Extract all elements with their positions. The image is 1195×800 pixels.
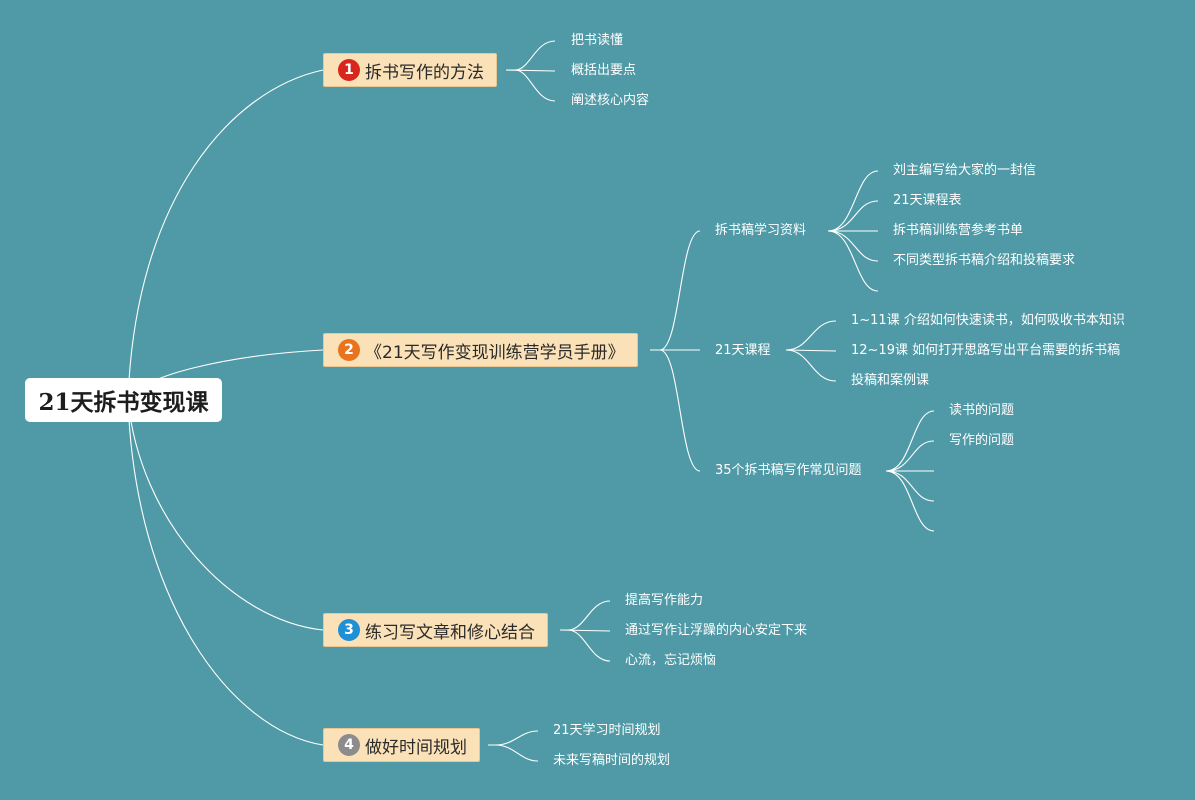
- link-b3-3: [560, 629, 611, 662]
- branch-2-node[interactable]: 2 《21天写作变现训练营学员手册》: [323, 333, 638, 367]
- link-s2-1: [785, 320, 837, 351]
- link-b2-sub1: [650, 230, 701, 351]
- link-s3-1: [885, 410, 935, 472]
- leaf-s1-1[interactable]: 刘主编写给大家的一封信: [893, 163, 1037, 178]
- leaf-b3-2[interactable]: 通过写作让浮躁的内心安定下来: [625, 623, 808, 638]
- number-badge-4: 4: [338, 734, 360, 756]
- leaf-b3-1[interactable]: 提高写作能力: [625, 593, 704, 608]
- sub-node-21day-course[interactable]: 21天课程: [715, 343, 771, 358]
- leaf-b1-1[interactable]: 把书读懂: [571, 33, 624, 48]
- link-s1-2: [827, 200, 879, 232]
- link-b1-3: [506, 69, 556, 102]
- branch-4-node[interactable]: 4 做好时间规划: [323, 728, 480, 762]
- branch-1-node[interactable]: 1 拆书写作的方法: [323, 53, 497, 87]
- link-s3-2: [885, 440, 935, 472]
- link-b2-sub3: [650, 349, 701, 472]
- link-b1-1: [506, 40, 556, 71]
- leaf-s2-3[interactable]: 投稿和案例课: [851, 373, 930, 388]
- link-s1-5: [827, 230, 879, 292]
- link-s3-5: [885, 470, 935, 532]
- branch-3-label: 练习写文章和修心结合: [365, 622, 535, 643]
- leaf-s1-3[interactable]: 拆书稿训练营参考书单: [893, 223, 1024, 238]
- branch-2-label: 《21天写作变现训练营学员手册》: [365, 342, 625, 363]
- leaf-b1-3[interactable]: 阐述核心内容: [571, 93, 650, 108]
- root-node[interactable]: 21天拆书变现课: [25, 378, 222, 422]
- link-s2-3: [785, 349, 837, 382]
- sub-node-35-questions[interactable]: 35个拆书稿写作常见问题: [715, 463, 862, 478]
- branch-4-label: 做好时间规划: [365, 737, 467, 758]
- leaf-s2-1[interactable]: 1~11课 介绍如何快速读书，如何吸收书本知识: [851, 313, 1125, 328]
- leaf-s1-4[interactable]: 不同类型拆书稿介绍和投稿要求: [893, 253, 1076, 268]
- leaf-b3-3[interactable]: 心流，忘记烦恼: [625, 653, 717, 668]
- number-badge-3: 3: [338, 619, 360, 641]
- link-root-branch-1: [127, 69, 324, 401]
- leaf-b1-2[interactable]: 概括出要点: [571, 63, 637, 78]
- number-badge-1: 1: [338, 59, 360, 81]
- number-badge-2: 2: [338, 339, 360, 361]
- leaf-b4-1[interactable]: 21天学习时间规划: [553, 723, 661, 738]
- link-b4-2: [488, 744, 539, 762]
- root-label: 21天拆书变现课: [38, 389, 209, 416]
- leaf-b4-2[interactable]: 未来写稿时间的规划: [553, 753, 671, 768]
- leaf-s3-2[interactable]: 写作的问题: [949, 433, 1015, 448]
- link-s1-1: [827, 170, 879, 232]
- link-root-branch-4: [127, 399, 324, 746]
- branch-3-node[interactable]: 3 练习写文章和修心结合: [323, 613, 548, 647]
- leaf-s2-2[interactable]: 12~19课 如何打开思路写出平台需要的拆书稿: [851, 343, 1121, 358]
- link-b3-1: [560, 600, 611, 631]
- link-root-branch-3: [127, 399, 324, 631]
- sub-node-study-materials[interactable]: 拆书稿学习资料: [715, 223, 807, 238]
- link-s2-2: [785, 349, 837, 352]
- branch-1-label: 拆书写作的方法: [365, 62, 484, 83]
- leaf-s1-2[interactable]: 21天课程表: [893, 193, 962, 208]
- leaf-s3-1[interactable]: 读书的问题: [949, 403, 1015, 418]
- link-b4-1: [488, 730, 539, 746]
